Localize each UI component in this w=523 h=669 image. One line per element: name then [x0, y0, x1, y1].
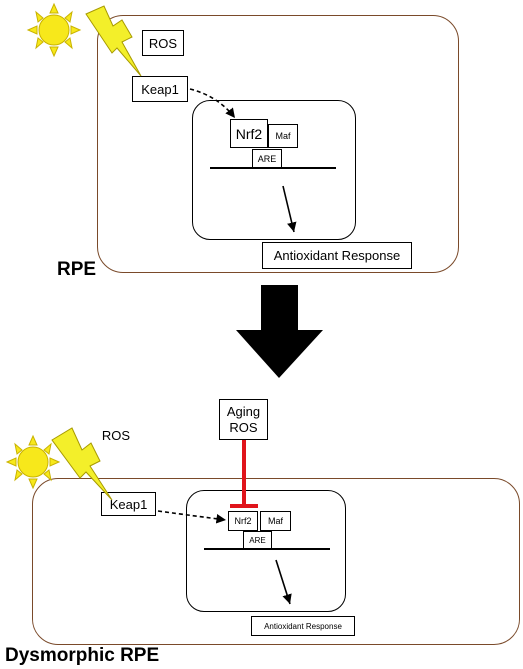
top-nucleus — [192, 100, 356, 240]
aging-label: Aging — [226, 403, 261, 419]
bottom-antioxidant-response-box: Antioxidant Response — [251, 616, 355, 636]
sun-icon — [26, 2, 82, 58]
top-nrf2-box: Nrf2 — [230, 119, 268, 148]
lightning-bolt-icon — [51, 427, 113, 501]
bottom-nrf2-label: Nrf2 — [234, 516, 252, 526]
bottom-keap1-label: Keap1 — [109, 496, 148, 512]
top-response-arrow — [282, 185, 297, 233]
sun-icon — [5, 434, 61, 490]
bottom-maf-label: Maf — [267, 516, 283, 526]
top-antioxidant-response-label: Antioxidant Response — [273, 248, 401, 263]
bottom-keap1-box: Keap1 — [101, 492, 156, 516]
top-nrf2-label: Nrf2 — [235, 125, 263, 142]
top-ros-label: ROS — [148, 35, 178, 51]
lightning-bolt-icon — [85, 5, 142, 77]
bottom-nrf2-box: Nrf2 — [228, 511, 258, 531]
bottom-keap1-to-nrf2-dashed-arrow — [157, 510, 227, 524]
top-keap1-box: Keap1 — [132, 76, 188, 102]
bottom-antioxidant-response-label: Antioxidant Response — [264, 621, 342, 631]
bottom-are-label: ARE — [249, 535, 266, 545]
bottom-maf-box: Maf — [260, 511, 291, 531]
rpe-cell — [97, 15, 459, 273]
top-keap1-label: Keap1 — [141, 81, 179, 97]
bottom-ros-label: ROS — [101, 428, 131, 443]
top-maf-label: Maf — [275, 131, 291, 141]
bottom-ros-box: ROS — [96, 424, 136, 447]
keap1-to-nrf2-dashed-arrow — [189, 88, 236, 119]
bottom-response-arrow — [275, 559, 292, 605]
top-maf-box: Maf — [268, 124, 298, 148]
top-antioxidant-response-box: Antioxidant Response — [262, 242, 412, 269]
aging-ros-label: ROS — [229, 419, 258, 435]
top-ros-box: ROS — [142, 30, 184, 56]
dysmorphic-rpe-label: Dysmorphic RPE — [5, 645, 160, 666]
bottom-nucleus — [186, 490, 346, 612]
rpe-label: RPE — [57, 259, 97, 280]
down-arrow-icon — [236, 285, 323, 378]
aging-ros-box: Aging ROS — [219, 399, 268, 440]
dysmorphic-rpe-cell — [32, 478, 520, 645]
top-are-label: ARE — [257, 154, 277, 164]
